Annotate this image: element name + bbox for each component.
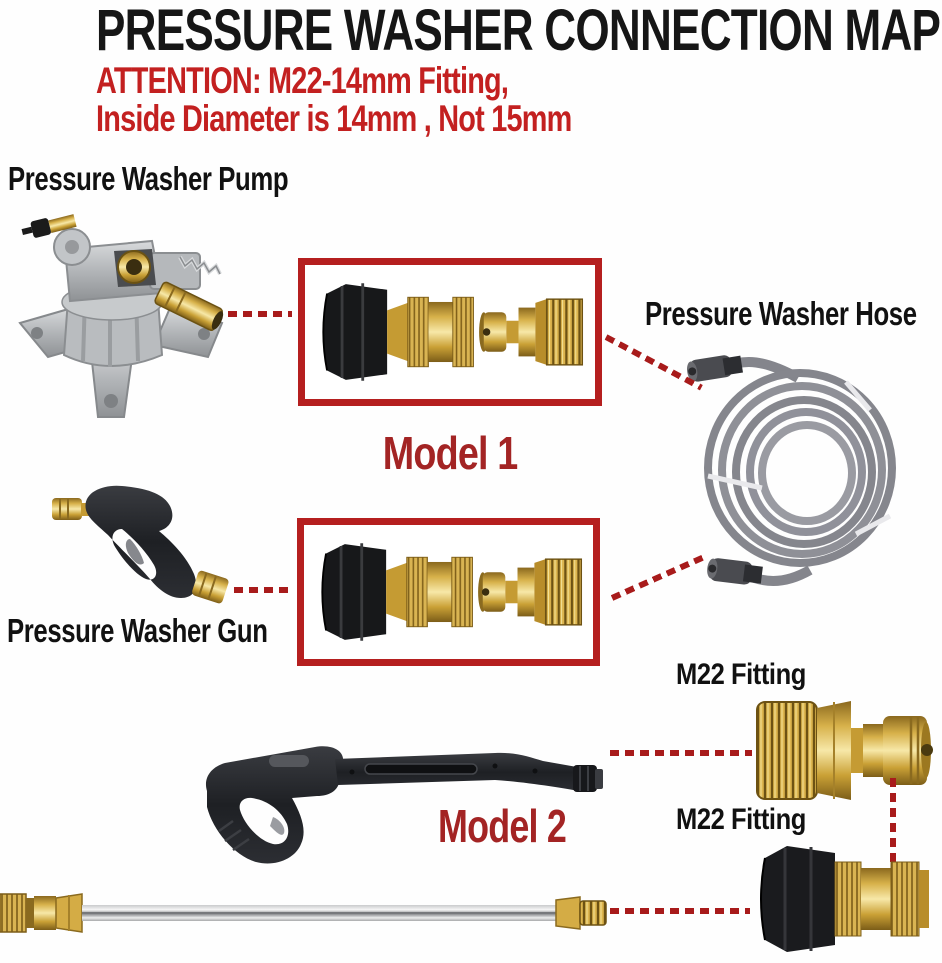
dash-m22-male-to-female — [890, 778, 896, 864]
model2-label-text: Model 2 — [438, 800, 567, 852]
long-gun-image — [205, 746, 603, 864]
model1-fitting-pair-image — [309, 271, 591, 393]
pump-label: Pressure Washer Pump — [8, 162, 367, 195]
dash-gun2-to-m22-male — [610, 750, 752, 756]
hose-label-text: Pressure Washer Hose — [645, 295, 917, 332]
m22-fitting-bottom-label: M22 Fitting — [676, 805, 829, 835]
pump-label-text: Pressure Washer Pump — [8, 160, 289, 197]
model2-box — [297, 518, 600, 666]
gun-label: Pressure Washer Gun — [7, 614, 341, 647]
m22-male-fitting-image — [756, 701, 933, 800]
hose-label: Pressure Washer Hose — [645, 297, 942, 330]
model1-label: Model 1 — [298, 430, 602, 476]
wand-image — [0, 893, 607, 933]
m22-fitting-bottom-label-text: M22 Fitting — [676, 803, 806, 836]
model2-fitting-pair-image — [308, 531, 590, 653]
short-gun-image — [52, 485, 229, 604]
m22-fitting-top-label: M22 Fitting — [676, 660, 829, 690]
attention-line1: ATTENTION: M22-14mm Fitting, — [96, 60, 509, 101]
attention-note: ATTENTION: M22-14mm Fitting, Inside Diam… — [96, 60, 706, 140]
gun-label-text: Pressure Washer Gun — [7, 612, 268, 649]
m22-female-fitting-image — [760, 846, 929, 952]
dash-pump-to-model1 — [228, 311, 292, 317]
model2-label: Model 2 — [438, 803, 602, 849]
page-title: PRESSURE WASHER CONNECTION MAP — [96, 2, 942, 60]
model1-box — [298, 258, 602, 406]
m22-fitting-top-label-text: M22 Fitting — [676, 658, 806, 691]
model1-label-text: Model 1 — [382, 427, 519, 479]
attention-line2: Inside Diameter is 14mm , Not 15mm — [96, 98, 572, 140]
dash-gun-to-model2-box — [234, 587, 292, 593]
dash-wand-to-m22-female — [610, 908, 750, 914]
hose-image — [687, 355, 896, 586]
page-title-text: PRESSURE WASHER CONNECTION MAP — [96, 0, 941, 63]
pump-image — [18, 214, 224, 418]
